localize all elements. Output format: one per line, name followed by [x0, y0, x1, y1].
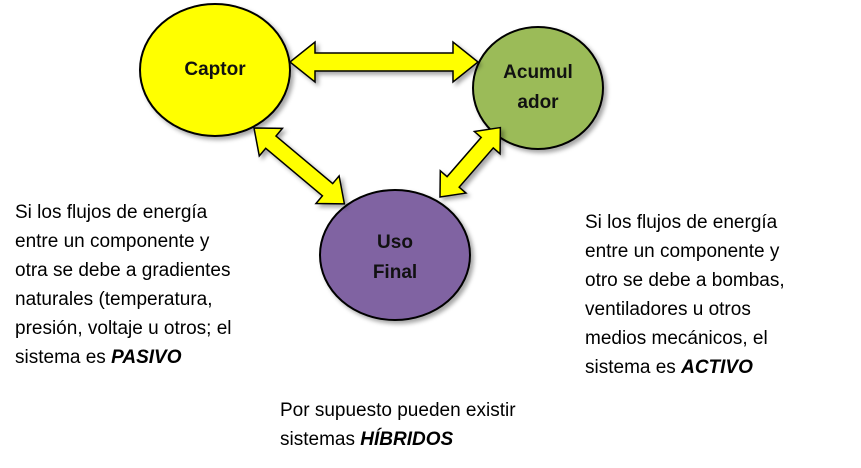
- text-line: Si los flujos de energía: [15, 202, 208, 223]
- text-line: Por supuesto pueden existir: [280, 400, 516, 421]
- text-line: sistema es ACTIVO: [585, 353, 785, 382]
- text-line: sistema es PASIVO: [15, 343, 232, 372]
- uso-final-circle: [319, 189, 471, 321]
- text-line: ventiladores u otros: [585, 299, 751, 320]
- uso-final-label: Uso Final: [320, 228, 470, 288]
- uso-final-label-line2: Final: [372, 262, 418, 283]
- acumulador-circle: [472, 26, 604, 150]
- text-line: otra se debe a gradientes: [15, 260, 231, 281]
- text-line: sistemas HÍBRIDOS: [280, 425, 516, 454]
- text-line: medios mecánicos, el: [585, 328, 768, 349]
- active-system-text: Si los flujos de energía entre un compon…: [585, 208, 785, 382]
- text-prefix: sistema es: [15, 347, 112, 368]
- uso-final-label-line1: Uso: [377, 232, 413, 253]
- double-arrow-acumulador-uso-final: [439, 126, 502, 198]
- hybrid-system-text: Por supuesto pueden existir sistemas HÍB…: [280, 396, 516, 454]
- text-prefix: sistemas: [280, 429, 361, 450]
- acumulador-label-line1: Acumul: [503, 62, 573, 83]
- text-line: entre un componente y: [585, 241, 780, 262]
- text-line: otro se debe a bombas,: [585, 270, 785, 291]
- acumulador-label-line2: ador: [517, 92, 559, 113]
- text-line: Si los flujos de energía: [585, 212, 778, 233]
- active-emphasis: ACTIVO: [681, 357, 753, 378]
- text-line: presión, voltaje u otros; el: [15, 318, 232, 339]
- text-line: entre un componente y: [15, 231, 210, 252]
- text-line: naturales (temperatura,: [15, 289, 213, 310]
- passive-emphasis: PASIVO: [111, 347, 182, 368]
- text-prefix: sistema es: [585, 357, 682, 378]
- passive-system-text: Si los flujos de energía entre un compon…: [15, 198, 232, 372]
- acumulador-label: Acumul ador: [473, 58, 603, 118]
- captor-label: Captor: [184, 59, 246, 80]
- double-arrow-captor-acumulador: [288, 40, 480, 84]
- double-arrow-captor-uso-final: [253, 127, 346, 205]
- hybrid-emphasis: HÍBRIDOS: [360, 429, 454, 450]
- captor-circle: [139, 3, 291, 137]
